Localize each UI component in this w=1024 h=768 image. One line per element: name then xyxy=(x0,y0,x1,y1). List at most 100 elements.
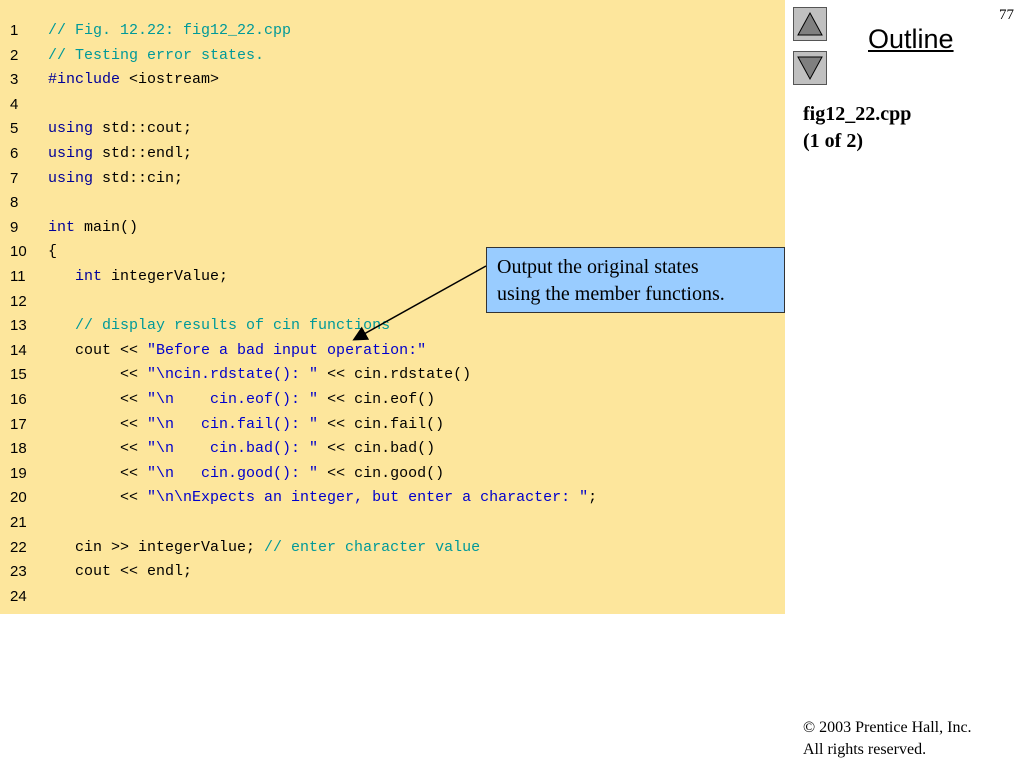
code-token: << cin.rdstate() xyxy=(318,366,472,384)
code-token: "\n cin.fail(): " xyxy=(147,415,319,433)
line-number: 23 xyxy=(10,563,27,581)
code-token: "\n\nExpects an integer, but enter a cha… xyxy=(147,489,589,507)
code-token xyxy=(48,317,75,334)
code-token: // display results of cin functions xyxy=(75,317,391,335)
file-name: fig12_22.cpp xyxy=(803,103,912,125)
copyright-notice: © 2003 Prentice Hall, Inc. All rights re… xyxy=(803,717,972,761)
line-number: 18 xyxy=(10,440,27,458)
code-token: "Before a bad input operation:" xyxy=(147,341,427,359)
code-line: 15 << "\ncin.rdstate(): " << cin.rdstate… xyxy=(0,363,785,387)
line-number: 20 xyxy=(10,489,27,507)
file-label: fig12_22.cpp (1 of 2) xyxy=(803,101,911,155)
code-token: int xyxy=(48,218,76,236)
code-text: cin >> integerValue; // enter character … xyxy=(48,536,480,560)
line-number: 11 xyxy=(10,268,26,285)
line-number: 22 xyxy=(10,538,27,556)
previous-slide-button[interactable] xyxy=(793,7,827,41)
code-token: #include xyxy=(48,71,121,89)
code-token: << xyxy=(48,464,148,482)
line-number: 16 xyxy=(10,391,27,408)
code-line: 3#include <iostream> xyxy=(0,68,785,92)
code-text: { xyxy=(48,240,57,264)
code-token: "\ncin.rdstate(): " xyxy=(147,366,319,384)
line-number: 1 xyxy=(10,22,19,39)
code-text: int integerValue; xyxy=(48,265,228,289)
outline-title[interactable]: Outline xyxy=(868,24,954,54)
triangle-down-icon xyxy=(797,56,823,81)
code-token: cout << endl; xyxy=(48,563,193,581)
code-text: // Fig. 12.22: fig12_22.cpp xyxy=(48,19,291,43)
code-token: // Testing error states. xyxy=(48,46,265,64)
code-text: int main() xyxy=(48,216,138,240)
code-token: cout << xyxy=(48,341,148,359)
code-token: << xyxy=(48,489,148,507)
code-token: << xyxy=(48,415,148,433)
code-line: 24 xyxy=(0,585,785,609)
code-line: 2 // Testing error states. xyxy=(0,44,785,68)
code-text: using std::endl; xyxy=(48,142,192,166)
line-number: 4 xyxy=(10,95,19,113)
code-token: "\n cin.bad(): " xyxy=(147,440,319,458)
callout-box: Output the original states using the mem… xyxy=(486,247,785,313)
line-number: 21 xyxy=(10,514,27,531)
code-token: integerValue; xyxy=(102,268,229,285)
line-number: 14 xyxy=(10,341,27,359)
line-number: 7 xyxy=(10,169,19,187)
code-token: << cin.bad() xyxy=(318,440,436,458)
code-line: 18 << "\n cin.bad(): " << cin.bad() xyxy=(0,437,785,461)
line-number: 6 xyxy=(10,145,19,162)
callout-line-2: using the member functions. xyxy=(497,283,725,305)
code-text: cout << endl; xyxy=(48,560,192,584)
code-text: using std::cin; xyxy=(48,167,183,191)
code-token: std::cout; xyxy=(93,120,193,138)
code-token: <iostream> xyxy=(120,71,220,89)
code-text: // display results of cin functions xyxy=(48,314,390,338)
code-line: 22 cin >> integerValue; // enter charact… xyxy=(0,536,785,560)
line-number: 2 xyxy=(10,46,19,64)
code-line: 11 int integerValue; xyxy=(0,265,785,289)
code-token: int xyxy=(75,268,103,285)
code-token: std::endl; xyxy=(93,145,193,162)
code-text: << "\n cin.good(): " << cin.good() xyxy=(48,462,444,486)
line-number: 9 xyxy=(10,218,19,236)
code-line: 23 cout << endl; xyxy=(0,560,785,584)
file-part: (1 of 2) xyxy=(803,130,863,152)
code-text: #include <iostream> xyxy=(48,68,219,92)
code-token: { xyxy=(48,243,58,261)
code-token: << xyxy=(48,440,148,458)
code-token: std::cin; xyxy=(93,169,184,187)
copyright-line-2: All rights reserved. xyxy=(803,741,927,758)
code-token: // enter character value xyxy=(264,538,481,556)
next-slide-button[interactable] xyxy=(793,51,827,85)
page-number: 77 xyxy=(999,7,1014,23)
line-number: 17 xyxy=(10,415,27,433)
code-token: << cin.eof() xyxy=(318,391,436,408)
code-token: ; xyxy=(588,489,598,507)
code-token: << cin.good() xyxy=(318,464,445,482)
code-line: 19 << "\n cin.good(): " << cin.good() xyxy=(0,462,785,486)
code-text: << "\n\nExpects an integer, but enter a … xyxy=(48,486,597,510)
code-line: 10{ xyxy=(0,240,785,264)
code-line: 12 xyxy=(0,290,785,314)
code-line: 6 using std::endl; xyxy=(0,142,785,166)
line-number: 13 xyxy=(10,317,27,335)
line-number: 12 xyxy=(10,292,27,310)
code-line: 13 // display results of cin functions xyxy=(0,314,785,338)
line-number: 19 xyxy=(10,464,27,482)
code-text: // Testing error states. xyxy=(48,44,264,68)
code-text: using std::cout; xyxy=(48,117,192,141)
code-token xyxy=(48,268,75,285)
code-token: "\n cin.eof(): " xyxy=(147,391,319,408)
triangle-up-icon xyxy=(797,11,823,36)
code-line: 16 << "\n cin.eof(): " << cin.eof() xyxy=(0,388,785,412)
code-text: << "\n cin.fail(): " << cin.fail() xyxy=(48,413,444,437)
code-line: 1 // Fig. 12.22: fig12_22.cpp xyxy=(0,19,785,43)
code-text: cout << "Before a bad input operation:" xyxy=(48,339,426,363)
code-line: 4 xyxy=(0,93,785,117)
code-token: cin >> integerValue; xyxy=(48,538,265,556)
line-number: 24 xyxy=(10,587,27,605)
code-line: 17 << "\n cin.fail(): " << cin.fail() xyxy=(0,413,785,437)
copyright-line-1: © 2003 Prentice Hall, Inc. xyxy=(803,719,972,736)
code-token: using xyxy=(48,145,94,162)
